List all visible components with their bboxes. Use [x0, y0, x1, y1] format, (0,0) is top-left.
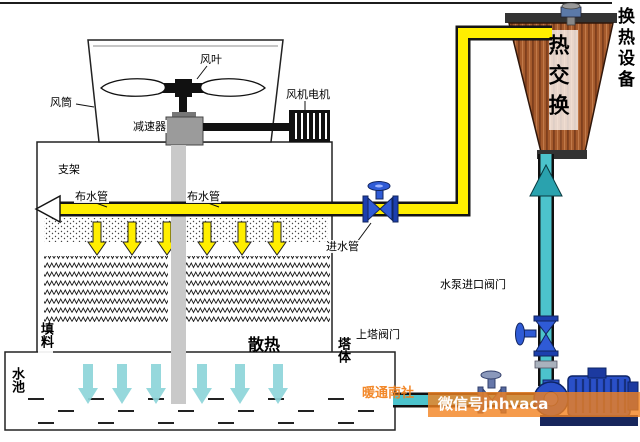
hx-top-fitting: [560, 2, 582, 26]
drive-column: [171, 145, 186, 404]
fan-hub: [175, 79, 192, 97]
fill-packing-right: [184, 256, 330, 322]
gearbox: [165, 112, 204, 146]
fan-blade-right: [200, 78, 266, 97]
pump-inlet-valve-label: 水泵进口阀门: [440, 278, 506, 291]
reducer-label: 减速器: [132, 120, 167, 133]
fill-packing-left: [44, 256, 168, 322]
pool-label: 水池: [9, 367, 24, 393]
top-border-line: [0, 2, 612, 4]
support-label: 支架: [58, 163, 80, 176]
pipe-end-arrow: [34, 194, 61, 224]
dist-pipe-label-right: 布水管: [186, 190, 221, 203]
to-tower-valve-label: 上塔阀门: [356, 328, 400, 341]
hot-water-arrows: [87, 221, 287, 256]
fan-duct-label: 风筒: [50, 96, 72, 109]
tower-body-label: 塔体: [335, 337, 350, 363]
inlet-pipe-label: 进水管: [325, 240, 360, 253]
fan-motor-body: [289, 110, 330, 142]
fan-blade-label: 风叶: [200, 53, 222, 66]
fill-label: 填料: [38, 322, 53, 360]
hx-equipment-label: 换热设备: [614, 7, 634, 91]
fan-shaft: [179, 95, 187, 121]
motor-shaft: [203, 123, 289, 131]
hx-unit-label: 热交换: [546, 34, 570, 124]
riser-valve: [515, 315, 559, 357]
heat-exchanger: [505, 13, 617, 159]
leader-lines: [75, 65, 372, 243]
heat-dissipation-label: 散热: [248, 335, 281, 354]
dist-pipe-label-left: 布水管: [74, 190, 109, 203]
inlet-valve: [362, 181, 399, 223]
fan-motor-label: 风机电机: [286, 88, 330, 101]
hot-water-pipe: [34, 25, 552, 224]
watermark-brand: 暖通南社: [362, 386, 415, 401]
check-valve-fitting: [534, 360, 558, 369]
fan-assembly: [100, 78, 266, 121]
watermark-wechat-bar: 微信号jnhvaca: [428, 392, 640, 417]
fan-blade-left: [100, 78, 166, 97]
pool-arrows: [78, 364, 288, 404]
flow-up-arrow: [529, 163, 563, 197]
